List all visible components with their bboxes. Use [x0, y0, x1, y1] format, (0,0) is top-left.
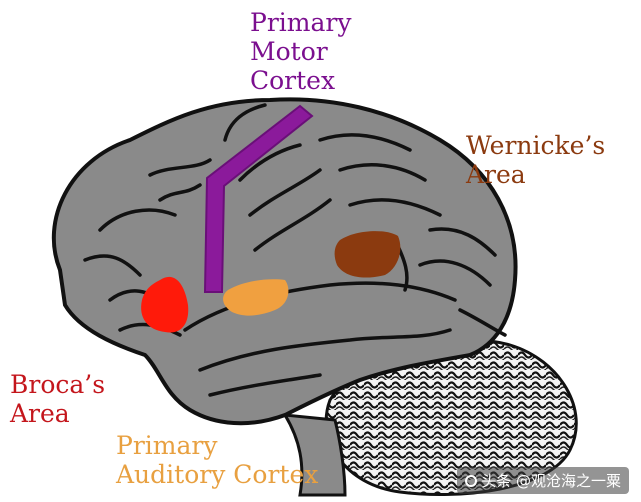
label-line: Cortex: [250, 66, 336, 95]
cerebrum: [51, 97, 518, 426]
label-line: Area: [466, 160, 526, 189]
watermark-text: 头条 @观沧海之一粟: [481, 472, 621, 490]
label-brocas-area: Broca’s Area: [10, 370, 105, 428]
label-line: Primary: [116, 431, 218, 460]
brocas-area: [141, 276, 189, 333]
label-line: Wernicke’s: [466, 131, 606, 160]
label-line: Primary: [250, 8, 352, 37]
label-line: Auditory Cortex: [116, 460, 319, 489]
wernickes-area: [334, 231, 401, 278]
primary-motor-cortex: [203, 104, 314, 293]
label-line: Area: [10, 399, 70, 428]
label-line: Broca’s: [10, 370, 106, 399]
primary-auditory-cortex: [223, 279, 289, 316]
label-wernickes-area: Wernicke’s Area: [466, 131, 605, 189]
brainstem: [282, 413, 347, 497]
label-primary-auditory-cortex: Primary Auditory Cortex: [116, 431, 318, 489]
label-line: Motor: [250, 37, 328, 66]
watermark: 头条 @观沧海之一粟: [457, 467, 629, 494]
label-primary-motor-cortex: Primary Motor Cortex: [250, 8, 351, 95]
watermark-icon: [465, 474, 478, 487]
